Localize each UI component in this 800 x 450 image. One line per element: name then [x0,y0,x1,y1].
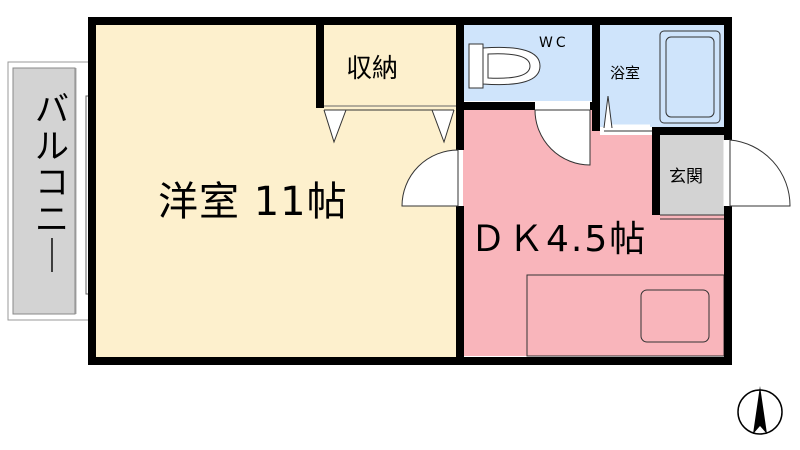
wc-label: WC [539,35,569,51]
north-arrow-icon [737,386,783,435]
bath-label: 浴室 [610,64,641,82]
dk-label: ＤＫ4.5帖 [470,219,648,260]
storage-floor [322,25,456,103]
bathtub [659,30,721,124]
entrance-label: 玄関 [669,167,703,187]
storage-label: 収納 [346,54,399,84]
bath-door [603,95,652,132]
balcony-label: バルコニ｜ [35,90,69,277]
western-room-label: 洋室 11帖 [158,179,348,225]
balcony-floor [12,67,76,315]
toilet [468,43,541,89]
kitchen-sink [640,289,710,343]
entrance-door [723,139,791,207]
wc-door [534,101,591,166]
room-door [401,149,463,207]
storage-doors [323,109,455,144]
entrance-floor [660,135,724,215]
